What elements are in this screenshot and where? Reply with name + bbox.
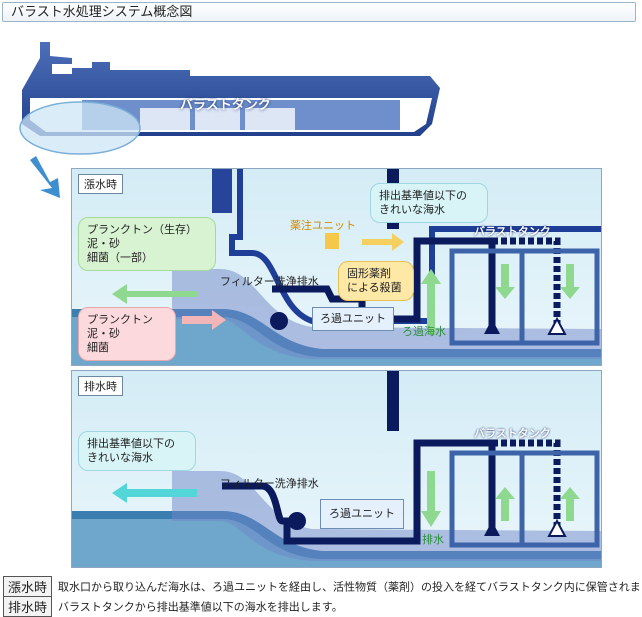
intake-tag: 漲水時 [78,174,123,194]
filter-wash-label: フィルター洗浄排水 [220,477,319,490]
bubble-clean: 排出基準値以下のきれいな海水 [370,183,488,223]
arrow-in-pink [182,310,226,330]
chemical-unit-box [325,233,339,249]
ship-illustration [19,42,440,198]
filter-unit: ろ過ユニット [312,307,394,331]
bubble-incoming: プランクトン泥・砂細菌 [78,307,176,361]
bubble-living: プランクトン（生存）泥・砂細菌（一部） [78,217,216,271]
arrow-up-filtered [421,269,441,334]
legend-tag: 漲水時 [3,576,53,597]
filtered-water-label: ろ過海水 [402,325,446,338]
legend-tag: 排水時 [3,596,53,617]
drain-label: 排水 [422,533,444,546]
filter-wash-label: フィルター洗浄排水 [220,275,319,288]
intake-panel: 漲水時 プランクトン（生存）泥・砂細菌（一部） プランクトン泥・砂細菌 排出基準… [71,168,602,366]
chemical-bubble: 固形薬剤による殺菌 [338,261,414,301]
pump-icon [288,512,306,530]
arrow-out-cyan [112,483,197,503]
arrow-chemical [362,233,404,251]
arrow-out-green [112,284,197,304]
legend-discharge: 排水時バラストタンクから排出基準値以下の海水を排出します。 [3,596,343,617]
filter-unit: ろ過ユニット [320,499,404,529]
ship-tank-label: バラストタンク [180,98,271,113]
page-title: バラスト水処理システム概念図 [2,2,636,22]
bubble-clean: 排出基準値以下のきれいな海水 [78,431,196,471]
intake-tank-label: バラストタンク [474,225,551,238]
pump-icon [270,312,288,330]
discharge-tag: 排水時 [78,376,123,396]
arrow-down-drain [421,471,441,527]
discharge-tank-label: バラストタンク [474,427,551,440]
discharge-panel: 排水時 排出基準値以下のきれいな海水 フィルター洗浄排水 ろ過ユニット 排水 バ… [71,370,602,568]
legend-text: バラストタンクから排出基準値以下の海水を排出します。 [58,600,343,614]
zoom-arrow-icon [30,156,60,198]
intake-magnifier [19,101,141,155]
chemical-unit-label: 薬注ユニット [290,219,356,232]
